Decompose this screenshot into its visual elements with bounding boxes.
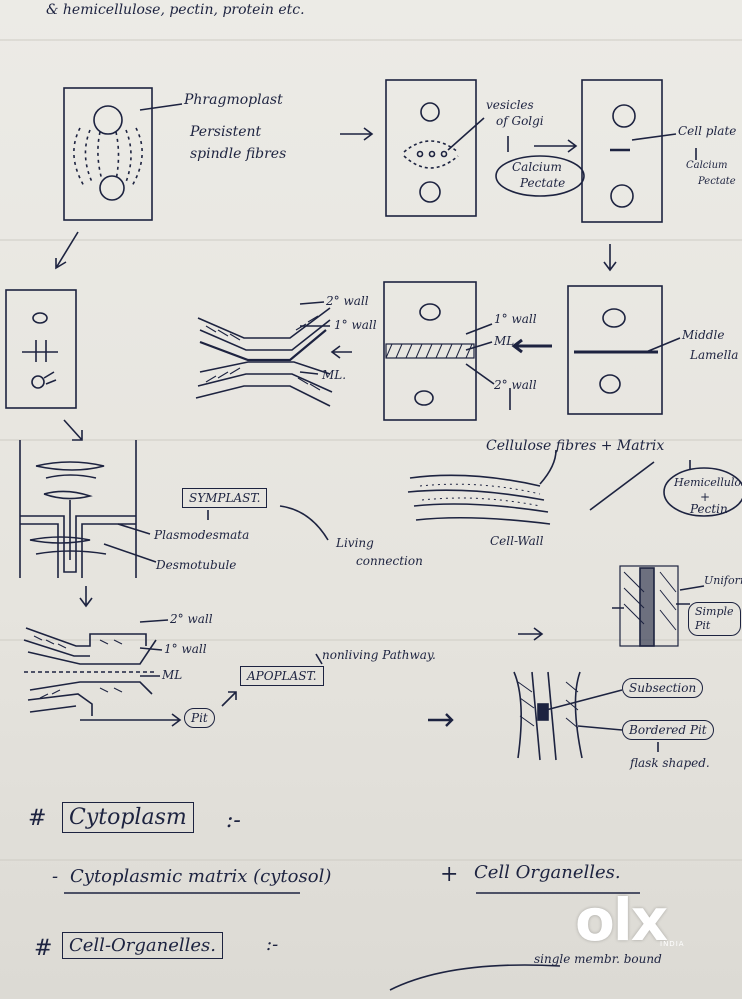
top-note-line: & hemicellulose, pectin, protein etc. — [46, 2, 305, 18]
apoplast-box: APOPLAST. — [240, 666, 324, 686]
cell-cell-plate — [581, 79, 663, 223]
wall-layers-detail-1 — [195, 307, 333, 407]
hash-1: # — [28, 806, 47, 831]
label-ml-1: ML. — [322, 368, 347, 382]
label-ml-2: ML — [494, 334, 515, 348]
bordered-pit-oval: Bordered Pit — [622, 720, 714, 740]
cell-primary-wall — [383, 281, 477, 421]
label-of-golgi: of Golgi — [496, 114, 544, 128]
plus-sign: + — [440, 862, 459, 887]
label-cell-plate: Cell plate — [678, 124, 737, 138]
label-hemicellulose: Hemicellulose — [674, 476, 742, 489]
arrow-right-3 — [518, 627, 544, 641]
simple-pit-diagram — [612, 565, 705, 647]
cell-vesicles — [385, 79, 477, 217]
label-secondary-wall-3: 2° wall — [170, 612, 213, 626]
label-pectate: Pectate — [520, 176, 566, 190]
colon-1: :- — [226, 808, 241, 833]
cell-organelles-heading: Cell-Organelles. — [62, 932, 224, 959]
olx-watermark-region: INDIA — [660, 940, 685, 948]
label-plasmodesmata: Plasmodesmata — [154, 528, 250, 542]
label-cell-wall: Cell-Wall — [490, 534, 544, 548]
dash: - — [52, 866, 59, 887]
label-primary-wall-3: 1° wall — [164, 642, 207, 656]
label-pectate-2: Pectate — [698, 176, 736, 187]
plasmodesmata-diagram — [19, 440, 137, 578]
nucleus-bottom — [99, 175, 125, 201]
arrow-down-left — [55, 231, 79, 270]
label-cellulose-matrix: Cellulose fibres + Matrix — [486, 438, 665, 454]
label-calcium-2: Calcium — [686, 160, 728, 171]
arrow-left-1 — [330, 345, 352, 359]
bordered-pit-diagram — [513, 671, 659, 761]
arrow-right-2 — [534, 139, 578, 153]
label-connection: connection — [356, 554, 423, 568]
colon-2: :- — [266, 934, 279, 955]
cytoplasm-heading: Cytoplasm — [62, 802, 194, 833]
subsection-oval: Subsection — [622, 678, 704, 698]
label-middle: Middle — [682, 328, 725, 342]
label-flask-shaped: flask shaped. — [630, 756, 710, 770]
pit-oval: Pit — [184, 708, 215, 728]
label-primary-wall-1: 1° wall — [334, 318, 377, 332]
label-calcium: Calcium — [512, 160, 562, 174]
label-nonliving-pathway: nonliving Pathway. — [322, 648, 436, 662]
cell-middle-lamella — [567, 285, 663, 415]
cellulose-fibres — [407, 474, 551, 525]
single-membrane-text: single membr. bound — [534, 952, 662, 966]
label-secondary-wall-2: 2° wall — [494, 378, 537, 392]
spindle-fibres — [73, 127, 143, 187]
label-secondary-wall-1: 2° wall — [326, 294, 369, 308]
arrow-left-bold — [511, 338, 552, 354]
label-pit-v: Pit — [695, 619, 711, 632]
label-desmotubule: Desmotubule — [156, 558, 237, 572]
label-persistent: Persistent — [190, 124, 262, 140]
middle-lamella-band — [385, 343, 475, 359]
label-phragmoplast: Phragmoplast — [184, 92, 283, 108]
label-vesicles: vesicles — [486, 98, 534, 112]
nucleus-top — [93, 105, 123, 135]
symplast-box: SYMPLAST. — [182, 488, 268, 508]
cell-wall-forming — [5, 289, 77, 409]
calcium-pectate-oval — [495, 155, 585, 197]
label-pectin: Pectin — [690, 502, 728, 516]
hash-2: # — [34, 936, 53, 961]
cell-phragmoplast — [63, 87, 153, 221]
label-uniform: Uniform — [704, 574, 742, 587]
label-ml-3: ML — [162, 668, 183, 682]
label-lamella: Lamella — [690, 348, 739, 362]
arrow-diag — [63, 419, 83, 441]
olx-watermark-logo: olx — [575, 886, 668, 954]
arrow-down-right — [603, 244, 617, 272]
ruled-lines — [0, 39, 742, 861]
label-simple: Simple — [695, 605, 734, 618]
arrow-right-4 — [428, 713, 454, 727]
cell-organelles-inline: Cell Organelles. — [474, 862, 621, 883]
arrow-right-1 — [340, 127, 374, 141]
label-plus: + — [700, 490, 711, 504]
arrow-down-3 — [79, 586, 93, 608]
cytoplasmic-matrix-text: Cytoplasmic matrix (cytosol) — [70, 866, 332, 887]
pit-wall-diagram — [23, 627, 157, 716]
label-primary-wall-2: 1° wall — [494, 312, 537, 326]
label-spindle-fibres: spindle fibres — [190, 146, 287, 162]
label-living: Living — [336, 536, 374, 550]
